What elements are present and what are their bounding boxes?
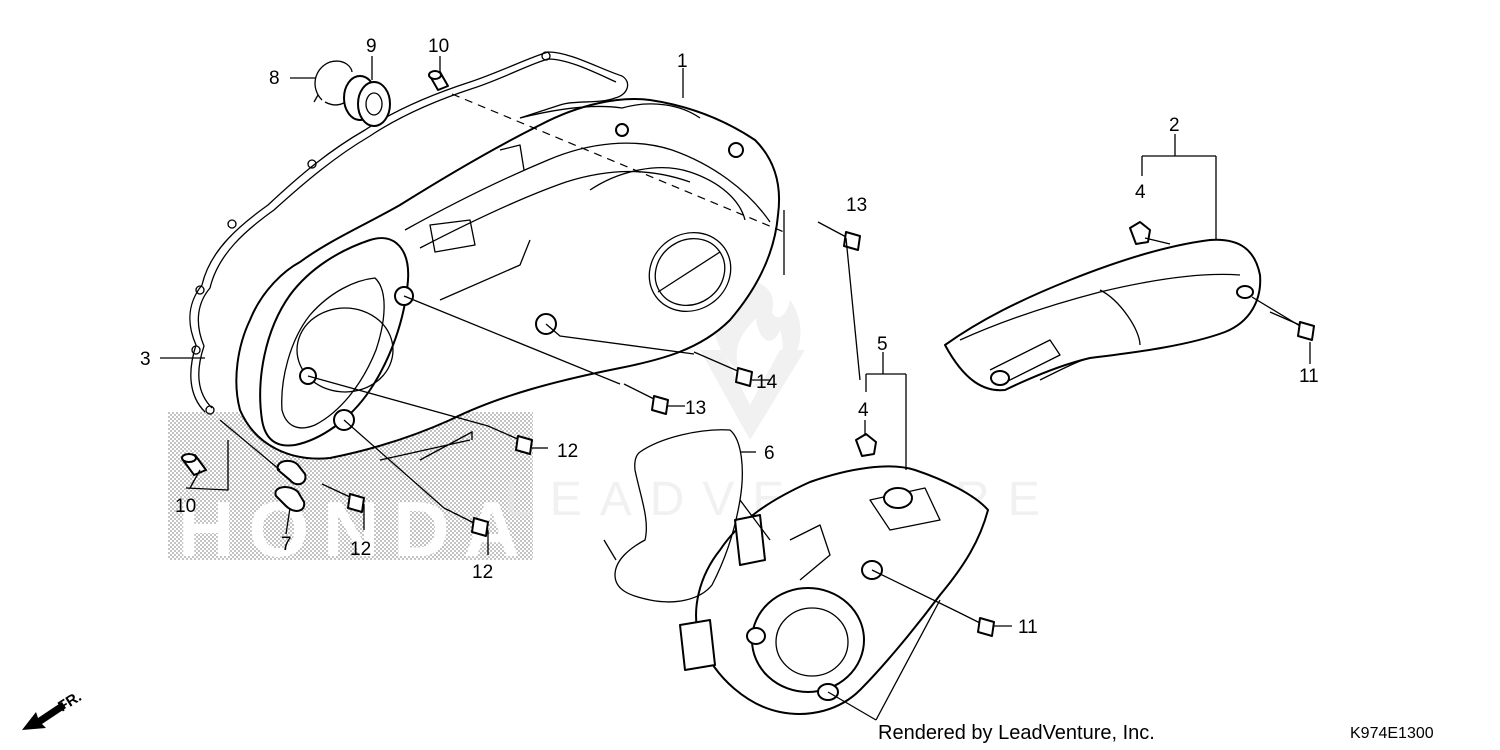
bearing-part-9 — [343, 75, 391, 127]
seal-part-6 — [614, 429, 743, 603]
leader-lines — [160, 56, 1311, 721]
upper-cover-part-2 — [944, 238, 1262, 392]
diagram-code: K974E1300 — [1350, 725, 1434, 742]
callout-10-top: 10 — [428, 36, 449, 57]
clamp-part-7 — [274, 459, 307, 512]
bolt-part-12-left — [321, 483, 365, 513]
bolt-part-11-lower — [957, 611, 995, 637]
callout-4-upper: 4 — [1135, 182, 1146, 203]
callout-11-lower: 11 — [1018, 617, 1038, 638]
callouts: 1 2 3 4 4 5 6 7 8 9 10 10 11 11 12 12 12… — [140, 36, 1319, 638]
callout-1: 1 — [677, 51, 688, 72]
callout-12-mid: 12 — [557, 441, 578, 462]
credit-text: Rendered by LeadVenture, Inc. — [878, 722, 1155, 744]
callout-8: 8 — [269, 68, 280, 89]
callout-10-bottom: 10 — [175, 496, 196, 517]
front-indicator: FR. — [22, 688, 85, 730]
grommet-part-4-upper — [1129, 221, 1151, 245]
callout-6: 6 — [764, 443, 775, 464]
bolt-part-12-mid — [487, 425, 533, 455]
grommet-part-4-lower — [855, 433, 877, 457]
callout-13-lower: 13 — [685, 398, 706, 419]
bolt-part-14 — [693, 351, 753, 387]
bolt-part-13-lower — [623, 383, 669, 415]
crankcase-cover-part-1 — [235, 98, 781, 460]
callout-2: 2 — [1169, 115, 1180, 136]
gasket-part-3 — [189, 51, 629, 415]
callout-12-bottom: 12 — [472, 562, 493, 583]
callout-12-left: 12 — [350, 539, 371, 560]
callout-11-right: 11 — [1299, 366, 1319, 387]
front-arrow-icon — [22, 702, 66, 730]
dowel-pin-part-10-top — [428, 70, 449, 91]
callout-4-lower: 4 — [858, 400, 869, 421]
callout-9: 9 — [366, 36, 377, 57]
bolt-part-12-bottom — [443, 507, 489, 537]
callout-14: 14 — [756, 372, 778, 393]
dowel-pin-part-10-bottom — [181, 453, 207, 476]
bolt-part-13-upper — [817, 221, 861, 251]
bolt-part-11-right — [1269, 311, 1315, 341]
callout-3: 3 — [140, 349, 151, 370]
callout-13-upper: 13 — [846, 195, 867, 216]
callout-7: 7 — [281, 534, 292, 555]
callout-5: 5 — [877, 334, 888, 355]
